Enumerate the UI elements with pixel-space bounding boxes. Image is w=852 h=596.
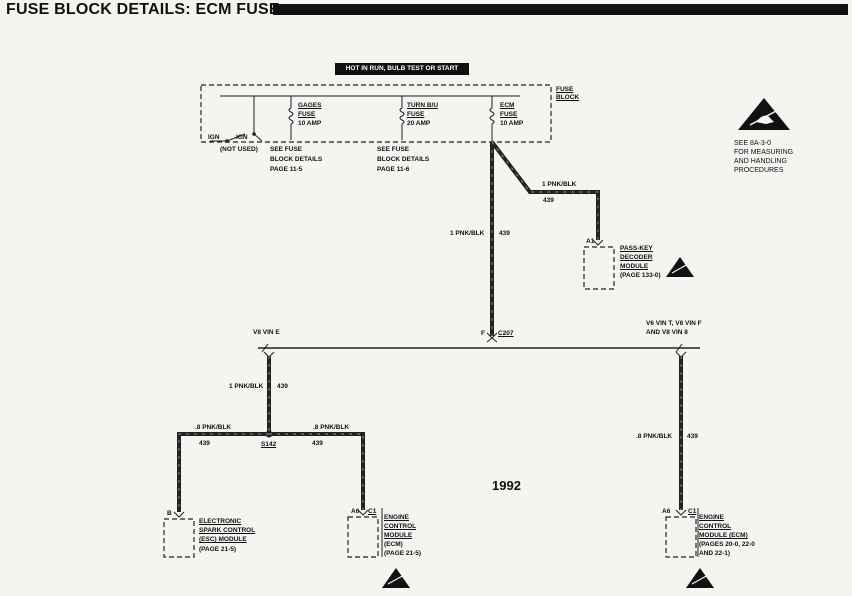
- s142-right-color: .8 PNK/BLK: [313, 424, 350, 431]
- not-used-label: (NOT USED): [220, 146, 258, 153]
- fuse-block-outline: [200, 84, 552, 143]
- esc-wire: [177, 432, 269, 512]
- gages-fuse-amp: 10 AMP: [298, 120, 322, 127]
- esc-label-2: SPARK CONTROL: [199, 527, 256, 534]
- passkey-module-outline: [583, 246, 615, 290]
- title-rule: [273, 4, 848, 15]
- ecm-fuse-symbol: [489, 107, 495, 125]
- passkey-label-1: PASS-KEY: [620, 245, 653, 252]
- branch-wire-color: 1 PNK/BLK: [542, 181, 577, 188]
- esd-note: SEE 8A-3-0 FOR MEASURING AND HANDLING PR…: [734, 139, 793, 175]
- c207-label: C207: [498, 330, 514, 337]
- ecm-fuse-amp: 10 AMP: [500, 120, 524, 127]
- esd-note-line2: FOR MEASURING: [734, 149, 794, 156]
- s142-label: S142: [261, 441, 277, 448]
- ecm-right-label-3: MODULE (ECM): [699, 532, 748, 539]
- ecm-left-label-1: ENGINE: [384, 514, 409, 521]
- passkey-label-2: DECODER: [620, 254, 653, 261]
- connector-c1-right: C1: [688, 508, 697, 515]
- connector-b: B: [167, 510, 172, 517]
- esd-note-line3: AND HANDLING: [734, 158, 787, 165]
- ign-right-label: IGN: [236, 134, 248, 141]
- esd-note-line4: PROCEDURES: [734, 167, 784, 174]
- ecm-right-label-2: CONTROL: [699, 523, 732, 530]
- vin-right-label-2: AND V8 VIN 8: [646, 329, 688, 336]
- esd-warning-icon-passkey: [666, 257, 694, 277]
- esd-warning-icon-ecm-left: [382, 568, 410, 588]
- connector-a6-right: A6: [662, 508, 671, 515]
- ign-left-label: IGN: [208, 134, 220, 141]
- esc-module-outline: [163, 518, 195, 558]
- left-drop-color: 1 PNK/BLK: [229, 383, 264, 390]
- right-drop-color: .8 PNK/BLK: [636, 433, 673, 440]
- gages-fuse-name: GAGES: [298, 102, 322, 109]
- branch-wire: [490, 140, 600, 240]
- ecm-right-label-5: AND 22-1): [699, 550, 731, 557]
- turn-see-1: SEE FUSE: [377, 146, 410, 153]
- vin-right-label-1: V6 VIN T, V8 VIN F: [646, 320, 702, 327]
- s142-left-circuit: 439: [199, 440, 210, 447]
- gages-fuse-symbol: [288, 107, 294, 125]
- s142-left-color: .8 PNK/BLK: [195, 424, 232, 431]
- turn-fuse-type: FUSE: [407, 111, 425, 118]
- gages-see-2: BLOCK DETAILS: [270, 156, 323, 163]
- esd-warning-icon-ecm-right: [686, 568, 714, 588]
- ecm-left-module-outline: [347, 516, 379, 558]
- gages-see-1: SEE FUSE: [270, 146, 303, 153]
- ecm-left-label-3: MODULE: [384, 532, 413, 539]
- turn-see-2: BLOCK DETAILS: [377, 156, 430, 163]
- esc-label-4: (PAGE 21-5): [199, 546, 237, 553]
- main-wire-color: 1 PNK/BLK: [450, 230, 485, 237]
- gages-see-3: PAGE 11-5: [270, 166, 303, 173]
- esd-warning-icon-large: [738, 98, 790, 130]
- ecm-right-label-1: ENGINE: [699, 514, 724, 521]
- gages-fuse-type: FUSE: [298, 111, 316, 118]
- passkey-label-4: (PAGE 133-0): [620, 272, 661, 279]
- c207-pin: F: [481, 330, 485, 337]
- connector-c1-left: C1: [368, 508, 377, 515]
- left-drop-circuit: 439: [277, 383, 288, 390]
- ecm-right-module-outline: [665, 516, 697, 558]
- turn-fuse-name: TURN B/U: [407, 102, 439, 109]
- vin-left-label: V8 VIN E: [253, 329, 280, 336]
- ecm-fuse-name: ECM: [500, 102, 515, 109]
- fuse-block-label-2: BLOCK: [556, 94, 580, 101]
- ecm-fuse-type: FUSE: [500, 111, 518, 118]
- ecm-right-label-4: (PAGES 20-0, 22-0: [699, 541, 755, 548]
- ecm-left-label-2: CONTROL: [384, 523, 417, 530]
- esd-note-line1: SEE 8A-3-0: [734, 140, 771, 147]
- page-title: FUSE BLOCK DETAILS: ECM FUSE: [6, 1, 280, 18]
- model-year: 1992: [492, 478, 521, 493]
- esc-label-3: (ESC) MODULE: [199, 536, 247, 543]
- ecm-left-label-5: (PAGE 21-5): [384, 550, 422, 557]
- hot-label: HOT IN RUN, BULB TEST OR START: [335, 63, 469, 75]
- turn-fuse-symbol: [399, 107, 405, 125]
- passkey-label-3: MODULE: [620, 263, 649, 270]
- turn-fuse-amp: 20 AMP: [407, 120, 431, 127]
- ecm-left-label-4: (ECM): [384, 541, 403, 548]
- esc-label-1: ELECTRONIC: [199, 518, 242, 525]
- fuse-block-label-1: FUSE: [556, 86, 574, 93]
- right-drop-circuit: 439: [687, 433, 698, 440]
- ign-switch: [226, 133, 246, 142]
- branch-wire-circuit: 439: [543, 197, 554, 204]
- s142-right-circuit: 439: [312, 440, 323, 447]
- connector-a1: A1: [586, 238, 595, 245]
- connector-a6-left: A6: [351, 508, 360, 515]
- turn-see-3: PAGE 11-6: [377, 166, 410, 173]
- main-wire-circuit: 439: [499, 230, 510, 237]
